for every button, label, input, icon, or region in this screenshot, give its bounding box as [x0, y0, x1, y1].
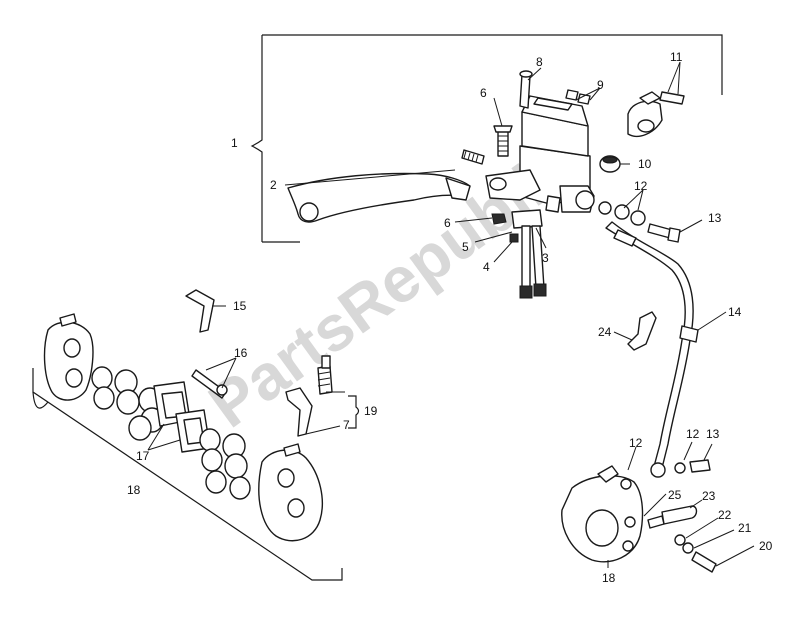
master-cylinder-body — [485, 95, 595, 213]
label-3: 3 — [542, 251, 549, 265]
pistons-and-seals-left — [91, 366, 164, 441]
label-18-right: 18 — [602, 571, 616, 585]
lever-spring — [461, 149, 485, 165]
label-6-pivot-nut: 6 — [444, 216, 451, 230]
label-21: 21 — [738, 521, 752, 535]
rubber-cap-10 — [599, 155, 621, 173]
label-11: 11 — [670, 50, 683, 64]
label-4: 4 — [483, 260, 490, 274]
assembly-bracket-18 — [32, 368, 343, 581]
label-7: 7 — [343, 418, 350, 432]
caliper-right — [561, 465, 644, 563]
washers-12-top — [598, 201, 646, 226]
brake-lever — [287, 172, 471, 223]
bleed-valve — [317, 355, 333, 395]
label-17: 17 — [136, 449, 150, 463]
label-16: 16 — [234, 346, 248, 360]
label-25: 25 — [668, 488, 682, 502]
hose-clip-24 — [627, 311, 657, 351]
label-20: 20 — [759, 539, 773, 553]
label-12-lower-right: 12 — [686, 427, 700, 441]
label-18-left: 18 — [127, 483, 141, 497]
label-12-top: 12 — [634, 179, 648, 193]
label-14: 14 — [728, 305, 742, 319]
label-24: 24 — [598, 325, 612, 339]
bracket-19 — [348, 395, 360, 429]
bleed-cap-7 — [285, 387, 313, 437]
caliper-half-left — [43, 313, 94, 401]
label-22: 22 — [718, 508, 732, 522]
leader-lines — [147, 61, 755, 568]
pivot-nut-6 — [491, 213, 507, 225]
brake-switch — [509, 209, 547, 299]
label-10: 10 — [638, 157, 652, 171]
assembly-bracket-1 — [250, 34, 723, 243]
label-8: 8 — [536, 55, 543, 69]
pad-spring-15 — [185, 289, 215, 333]
pad-retainer-16 — [191, 369, 228, 399]
label-1: 1 — [231, 136, 238, 150]
label-5: 5 — [462, 240, 469, 254]
pistons-and-seals-right — [199, 428, 251, 500]
label-9: 9 — [597, 78, 604, 92]
part-labels: 1 2 3 4 5 6 6 7 8 9 10 11 12 12 12 13 13… — [127, 50, 773, 585]
label-19: 19 — [364, 404, 378, 418]
mirror-clamp — [627, 91, 685, 138]
reservoir-screws — [519, 70, 591, 109]
caliper-bolts-right — [620, 459, 717, 573]
pivot-bolt-6 — [493, 125, 513, 157]
label-2: 2 — [270, 178, 277, 192]
caliper-half-right — [258, 443, 323, 542]
banjo-bolt-13-top — [647, 223, 681, 243]
brake-hose — [605, 221, 699, 478]
label-15: 15 — [233, 299, 247, 313]
label-13-top: 13 — [708, 211, 722, 225]
label-23: 23 — [702, 489, 716, 503]
label-6-pivot-bolt: 6 — [480, 86, 487, 100]
label-13-lower: 13 — [706, 427, 720, 441]
label-12-lower-left: 12 — [629, 436, 643, 450]
